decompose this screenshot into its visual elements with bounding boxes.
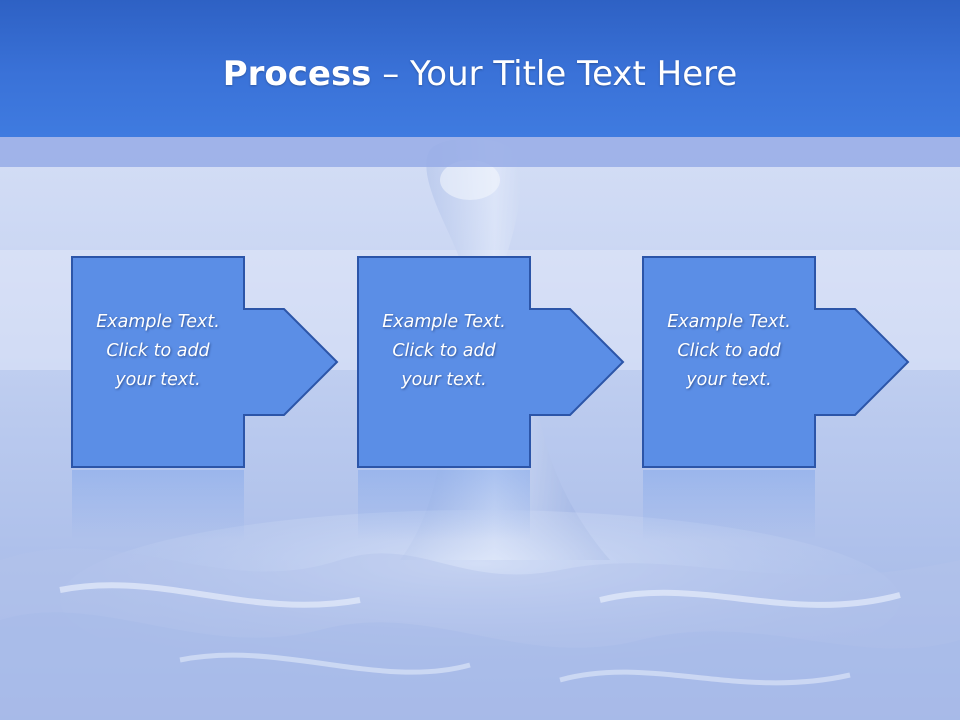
title-bar <box>0 0 960 137</box>
step-1-line-1: Example Text. <box>96 312 220 332</box>
step-2-line-2: Click to add <box>392 341 496 361</box>
step-1-line-3: your text. <box>115 370 201 390</box>
step-1-arrow-box-shape <box>71 256 339 468</box>
step-3-reflection <box>643 470 815 540</box>
step-3-line-1: Example Text. <box>667 312 791 332</box>
step-3-arrow-box-shape <box>642 256 910 468</box>
step-2-arrow-box-shape <box>357 256 625 468</box>
process-step-1[interactable]: Example Text. Click to add your text. <box>71 256 341 468</box>
step-3-text: Example Text. Click to add your text. <box>642 308 816 395</box>
title-rest-part: – Your Title Text Here <box>371 54 738 94</box>
step-3-line-2: Click to add <box>677 341 781 361</box>
step-2-line-1: Example Text. <box>382 312 506 332</box>
step-1-reflection <box>72 470 244 540</box>
title-bold-part: Process <box>222 54 372 94</box>
step-1-text: Example Text. Click to add your text. <box>71 308 245 395</box>
step-2-text: Example Text. Click to add your text. <box>357 308 531 395</box>
step-1-line-2: Click to add <box>106 341 210 361</box>
slide-title[interactable]: Process – Your Title Text Here <box>0 50 960 98</box>
step-2-reflection <box>358 470 530 540</box>
step-3-line-3: your text. <box>686 370 772 390</box>
process-step-2[interactable]: Example Text. Click to add your text. <box>357 256 627 468</box>
process-step-3[interactable]: Example Text. Click to add your text. <box>642 256 912 468</box>
title-bar-underline <box>0 137 960 167</box>
step-2-line-3: your text. <box>401 370 487 390</box>
